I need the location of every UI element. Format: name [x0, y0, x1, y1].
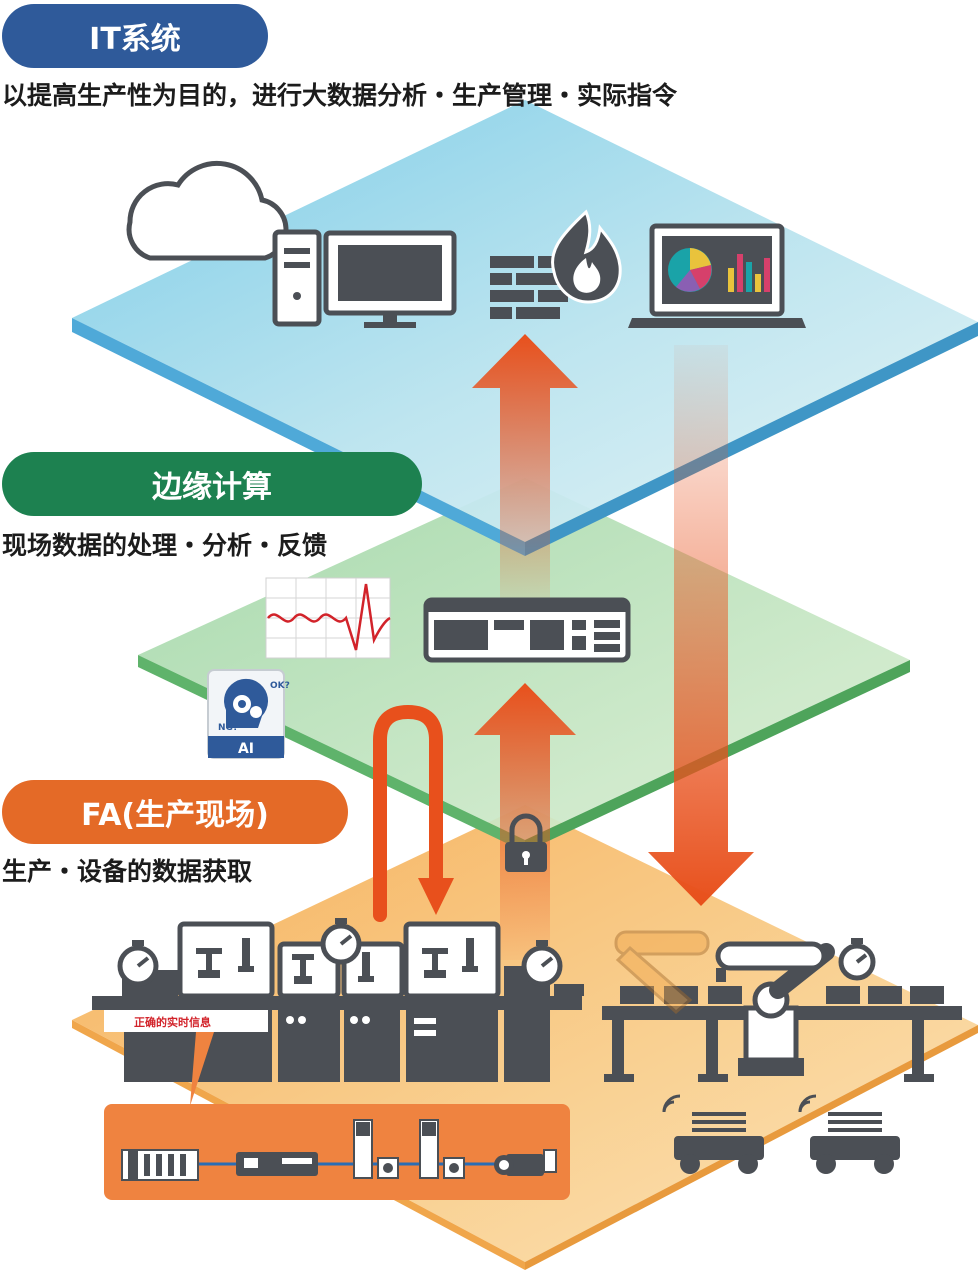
- edge-layer-description: 现场数据的处理・分析・反馈: [2, 531, 328, 560]
- fa-layer-title: FA(生产现场): [2, 780, 348, 844]
- plc-icon: [121, 1149, 199, 1181]
- edge-layer-title: 边缘计算: [2, 452, 422, 516]
- stopwatch-details: [132, 918, 868, 968]
- cloud-icon: [126, 161, 289, 261]
- camera-icon: [494, 1149, 557, 1176]
- robot-arm-icon: [614, 930, 835, 1076]
- server-tower-icon: [272, 229, 322, 327]
- servo-drive-icon: [353, 1119, 465, 1179]
- agv-icon: [662, 1094, 900, 1174]
- feedback-loop-arrow: [373, 704, 454, 922]
- device-network-panel: [104, 1104, 570, 1200]
- up-arrow-edge-to-it: [472, 334, 578, 610]
- ai-badge-label: AI: [238, 741, 254, 757]
- fa-layer-description: 生产・设备的数据获取: [2, 857, 253, 886]
- edge-controller-icon: [423, 597, 631, 663]
- up-arrow-fa-to-edge: [474, 683, 576, 960]
- it-layer-description: 以提高生产性为目的，进行大数据分析・生产管理・实际指令: [2, 81, 678, 110]
- it-layer-title: IT系统: [2, 4, 268, 68]
- monitor-icon: [323, 230, 457, 328]
- firewall-icon: [490, 209, 622, 319]
- realtime-info-callout: 正确的实时信息: [104, 1010, 268, 1106]
- ai-tag-ng: NG?: [218, 723, 238, 733]
- io-controller-icon: [236, 1152, 318, 1176]
- callout-label: 正确的实时信息: [134, 1015, 211, 1029]
- waveform-chart-icon: [265, 577, 391, 659]
- laptop-analytics-icon: [628, 223, 806, 328]
- lock-icon: [505, 813, 547, 872]
- ai-tag-ok: OK?: [270, 681, 290, 691]
- down-arrow-it-to-fa: [648, 345, 754, 906]
- ai-brain-icon: AI OK? NG?: [207, 669, 290, 759]
- wireless-signal-icon: [662, 1094, 817, 1113]
